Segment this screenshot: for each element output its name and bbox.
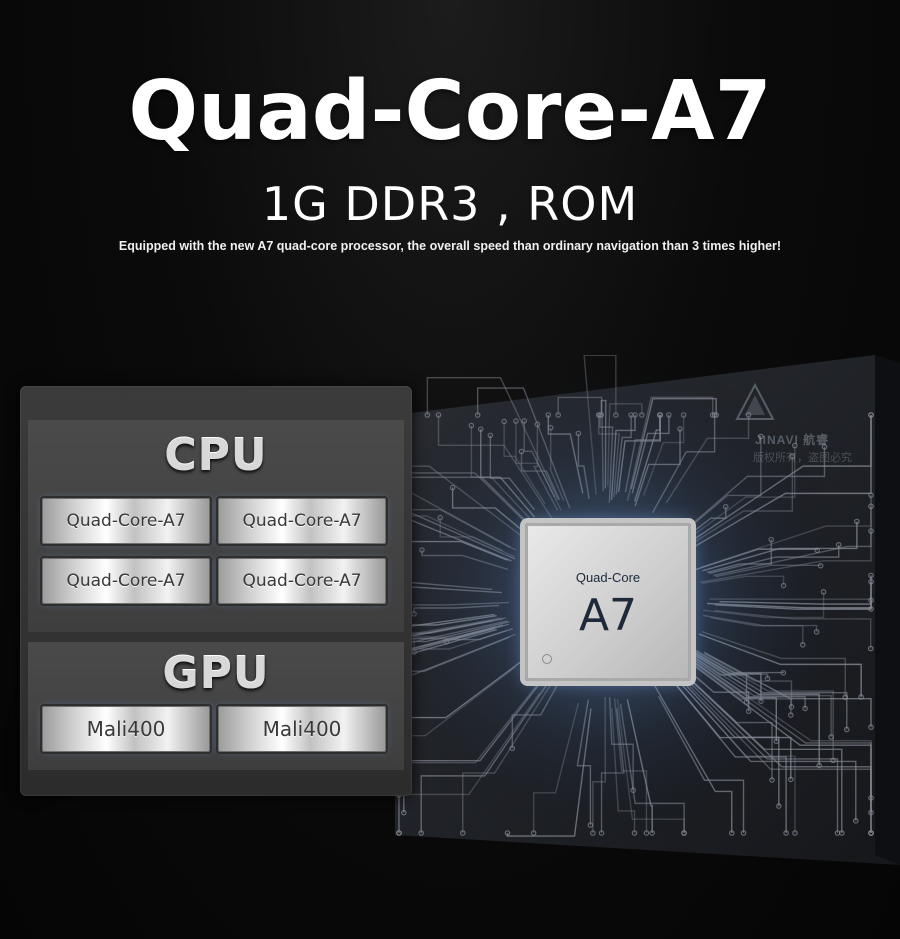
headline: Quad-Core-A7 <box>128 64 772 159</box>
cpu-section: CPU Quad-Core-A7 Quad-Core-A7 Quad-Core-… <box>28 420 404 632</box>
gpu-title: GPU <box>162 648 270 699</box>
gpu-unit-2: Mali400 <box>218 706 386 752</box>
cpu-title: CPU <box>164 430 268 481</box>
spec-panel: CPU Quad-Core-A7 Quad-Core-A7 Quad-Core-… <box>20 386 412 796</box>
watermark-slogan: 版权所有，盗图必究 <box>753 452 852 464</box>
tagline: Equipped with the new A7 quad-core proce… <box>118 239 782 253</box>
circuit-board-graphic <box>395 355 900 865</box>
chip-pin-marker <box>542 654 552 664</box>
watermark-logo: JINAVI 航睿 版权所有，盗图必究 <box>735 383 855 464</box>
cpu-core-1: Quad-Core-A7 <box>42 498 210 544</box>
cpu-core-4: Quad-Core-A7 <box>218 558 386 604</box>
gpu-section: GPU Mali400 Mali400 <box>28 642 404 770</box>
chip-model: A7 <box>578 590 638 641</box>
watermark-triangle-icon <box>735 383 775 420</box>
chip-label: Quad-Core <box>575 570 641 585</box>
processor-chip: Quad-Core A7 <box>525 523 691 681</box>
cpu-core-2: Quad-Core-A7 <box>218 498 386 544</box>
circuit-board-illustration: JINAVI 航睿 版权所有，盗图必究 Quad-Core A7 <box>395 355 900 865</box>
watermark-brand: JINAVI 航睿 <box>755 433 830 447</box>
gpu-unit-1: Mali400 <box>42 706 210 752</box>
cpu-core-3: Quad-Core-A7 <box>42 558 210 604</box>
subheadline: 1G DDR3 , ROM <box>261 177 639 231</box>
